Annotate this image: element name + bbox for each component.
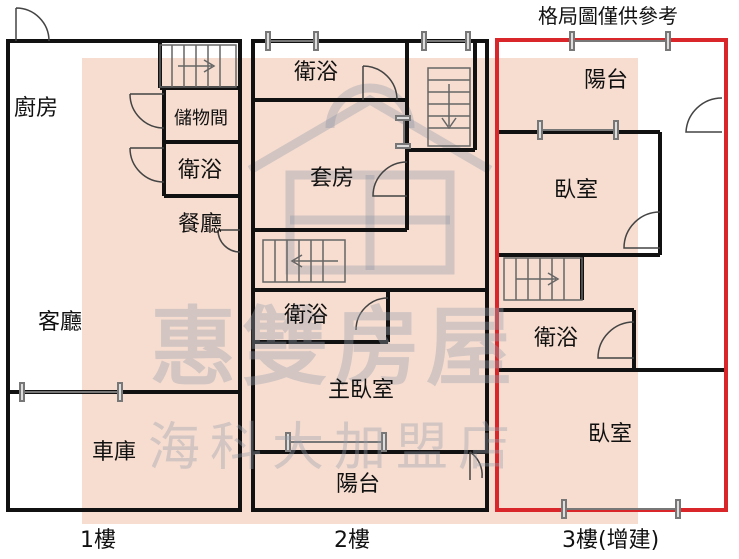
room-living-label: 客廳 bbox=[38, 310, 83, 335]
room-f3-bedroom-bottom-label: 臥室 bbox=[588, 422, 633, 447]
floor-1-window bbox=[19, 382, 123, 402]
floor-2-doors bbox=[355, 65, 483, 480]
room-dining-label: 餐廳 bbox=[178, 212, 223, 237]
floor-1-outline bbox=[6, 39, 242, 512]
floor-2-outline bbox=[251, 39, 489, 512]
floor-1-doors bbox=[15, 7, 241, 253]
room-master-label: 主臥室 bbox=[328, 378, 395, 403]
room-f1-bath-label: 衛浴 bbox=[178, 158, 223, 183]
floor-3-stairs bbox=[503, 257, 583, 301]
room-f2-balcony-label: 陽台 bbox=[336, 472, 381, 497]
room-f3-bedroom-top-label: 臥室 bbox=[554, 178, 599, 203]
room-suite-label: 套房 bbox=[310, 166, 355, 191]
room-storage-label: 儲物間 bbox=[174, 108, 228, 129]
floor-2-plan bbox=[251, 39, 489, 512]
room-kitchen-label: 廚房 bbox=[14, 96, 59, 121]
floor-2-stairs bbox=[262, 67, 471, 283]
floor-2-label: 2樓 bbox=[334, 528, 370, 553]
disclaimer-note: 格局圖僅供參考 bbox=[538, 4, 678, 28]
room-garage-label: 車庫 bbox=[92, 440, 137, 465]
room-f2-bath-mid-label: 衛浴 bbox=[284, 303, 329, 328]
room-f3-bath-label: 衛浴 bbox=[534, 326, 579, 351]
floor-3-doors bbox=[597, 97, 723, 359]
floor-1-label: 1樓 bbox=[80, 528, 116, 553]
floor-2-windows bbox=[265, 31, 471, 452]
room-f2-bath-top-label: 衛浴 bbox=[294, 60, 339, 85]
floor-1-stairs bbox=[159, 44, 237, 88]
room-f3-balcony-label: 陽台 bbox=[584, 68, 629, 93]
floor-3-label: 3樓(增建) bbox=[562, 528, 660, 553]
floor-3-windows bbox=[537, 31, 681, 519]
